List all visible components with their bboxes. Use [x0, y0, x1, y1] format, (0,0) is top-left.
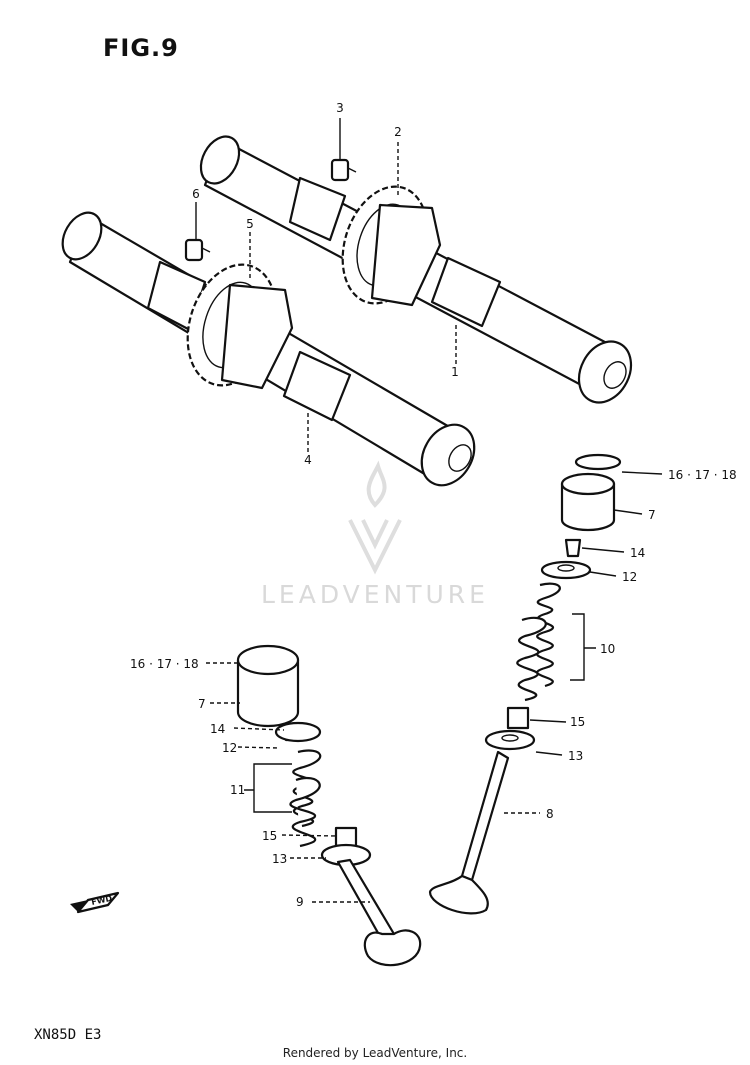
callout-13-right: 13 — [568, 749, 583, 763]
valve-seal-right — [506, 706, 530, 730]
retainer-left — [274, 721, 322, 743]
callout-9: 9 — [296, 895, 304, 909]
callout-5: 5 — [246, 217, 254, 231]
callout-14-left: 14 — [210, 722, 225, 736]
callout-1: 1 — [451, 365, 459, 379]
valve-9 — [336, 858, 422, 967]
tappet-right — [560, 472, 616, 532]
valve-spring-right — [516, 582, 561, 702]
spring-seat-right — [484, 729, 536, 751]
callout-7-left: 7 — [198, 697, 206, 711]
callout-3: 3 — [336, 101, 344, 115]
callout-6: 6 — [192, 187, 200, 201]
callout-7-right: 7 — [648, 508, 656, 522]
callout-16-17-18-right: 16 · 17 · 18 — [668, 468, 737, 482]
shim-right — [574, 453, 622, 471]
cotter-right — [564, 538, 582, 558]
callout-4: 4 — [304, 453, 312, 467]
figure-title: FIG.9 — [103, 34, 179, 62]
cam-sprocket-2 — [341, 185, 442, 307]
footer-credit: Rendered by LeadVenture, Inc. — [282, 1046, 468, 1060]
bolt-6 — [184, 238, 211, 262]
callout-11: 11 — [230, 783, 245, 797]
callout-15-left: 15 — [262, 829, 277, 843]
callout-10: 10 — [600, 642, 615, 656]
callout-12-left: 12 — [222, 741, 237, 755]
callout-8: 8 — [546, 807, 554, 821]
bolt-3 — [330, 158, 357, 182]
fwd-label: FWD — [91, 894, 114, 907]
valve-spring-left — [289, 749, 322, 848]
callout-13-left: 13 — [272, 852, 287, 866]
valve-seal-left — [334, 826, 358, 848]
model-code: XN85D E3 — [34, 1027, 102, 1043]
callout-15-right: 15 — [570, 715, 585, 729]
valve-8 — [428, 750, 510, 915]
fwd-arrow-icon — [70, 891, 120, 914]
watermark-text: LEADVENTURE — [261, 580, 489, 609]
callout-12-right: 12 — [622, 570, 637, 584]
tappet-left — [236, 644, 300, 728]
callout-14-right: 14 — [630, 546, 645, 560]
retainer-right — [540, 560, 592, 580]
callout-16-17-18-left: 16 · 17 · 18 — [130, 657, 199, 671]
leader-lines — [195, 118, 663, 903]
watermark-logo-icon — [348, 460, 402, 575]
cam-sprocket-5 — [186, 263, 294, 390]
callout-2: 2 — [394, 125, 402, 139]
